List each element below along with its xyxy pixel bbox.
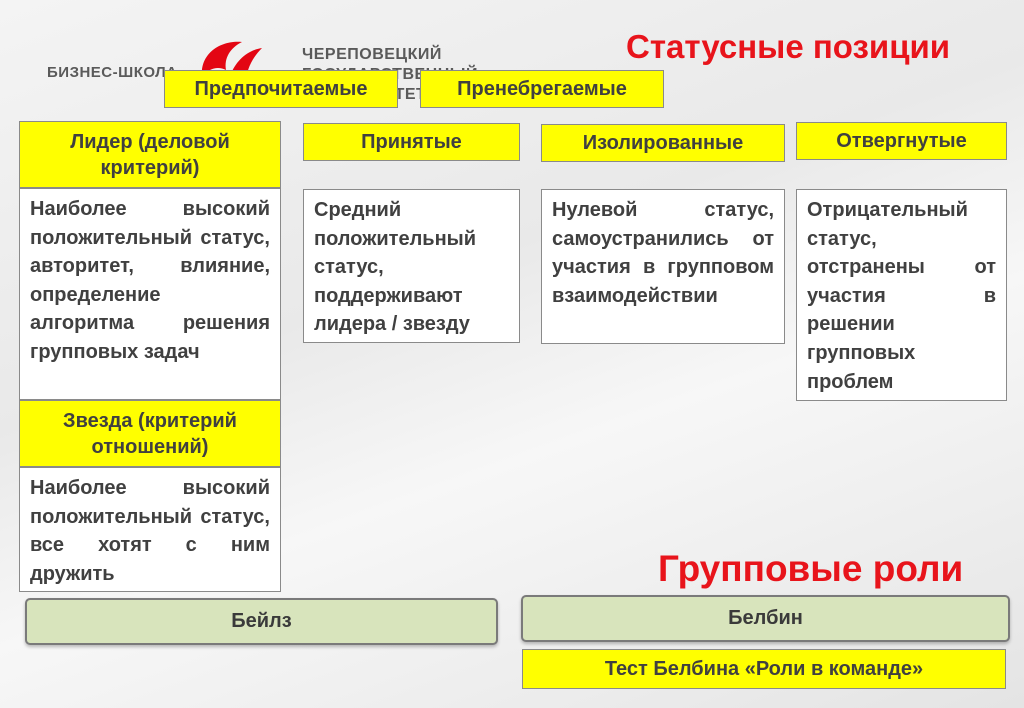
isolated-heading: Изолированные (541, 124, 785, 162)
logo-left-text: БИЗНЕС-ШКОЛА (47, 64, 178, 81)
page-title: Статусные позиции (626, 28, 951, 65)
star-description: Наиболее высокий положительный статус, в… (19, 467, 281, 592)
bales-button: Бейлз (25, 598, 498, 645)
logo-right-line1: ЧЕРЕПОВЕЦКИЙ (302, 46, 442, 63)
category-neglected: Пренебрегаемые (420, 70, 664, 108)
star-heading: Звезда (критерий отношений) (19, 400, 281, 467)
belbin-button: Белбин (521, 595, 1010, 642)
isolated-description: Нулевой статус, самоустранились от участ… (541, 189, 785, 344)
belbin-test-label: Тест Белбина «Роли в команде» (522, 649, 1006, 689)
rejected-heading: Отвергнутые (796, 122, 1007, 160)
rejected-description: Отрицательный статус, отстранены от учас… (796, 189, 1007, 401)
group-roles-title: Групповые роли (658, 548, 964, 589)
category-preferred: Предпочитаемые (164, 70, 398, 108)
leader-description: Наиболее высокий положительный статус, а… (19, 188, 281, 400)
leader-heading: Лидер (деловой критерий) (19, 121, 281, 188)
accepted-description: Средний положительный статус, поддержива… (303, 189, 520, 343)
accepted-heading: Принятые (303, 123, 520, 161)
